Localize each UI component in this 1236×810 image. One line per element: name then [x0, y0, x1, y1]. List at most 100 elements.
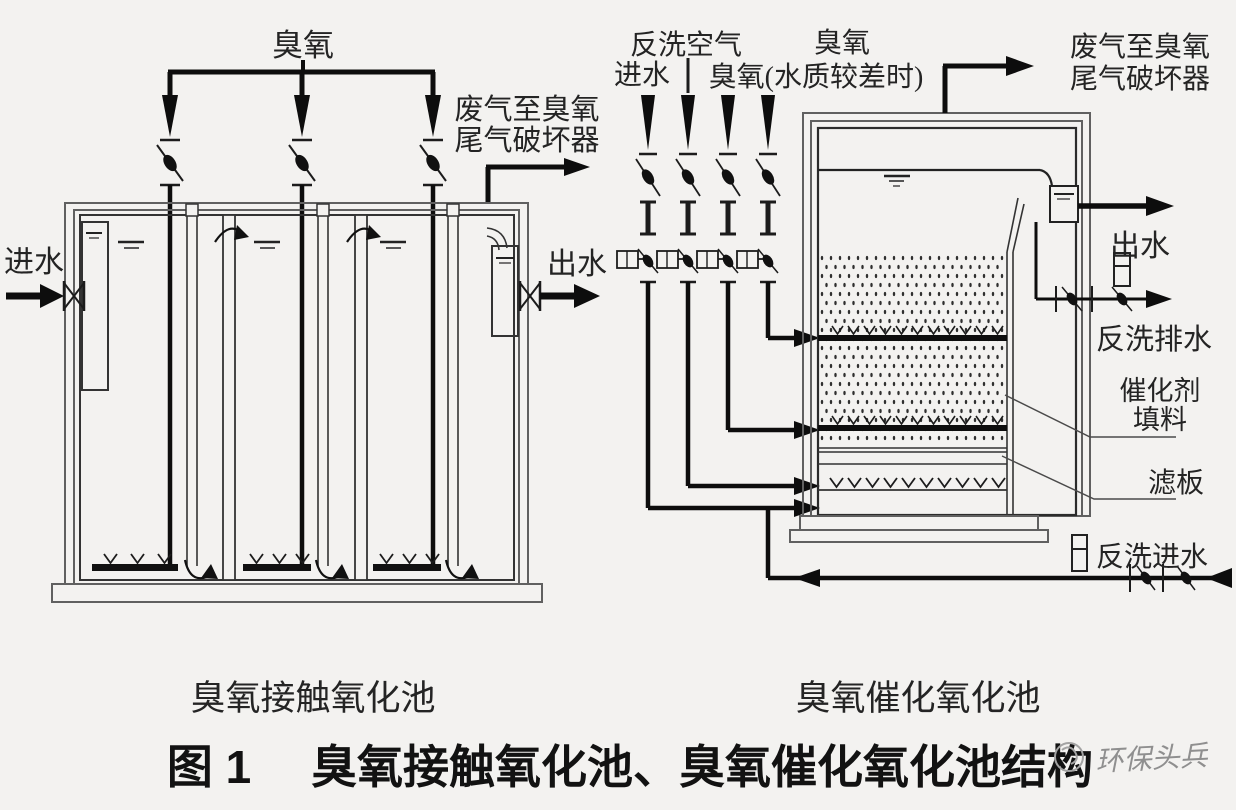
valve-icon [681, 169, 695, 185]
nozzle-vmark [130, 553, 145, 565]
packing-dot [852, 300, 855, 306]
packing-dot [883, 345, 887, 351]
flow-arrow-icon [332, 564, 349, 579]
packing-dot [964, 273, 968, 279]
packing-dot [910, 399, 914, 405]
packing-dot [892, 291, 896, 297]
packing-dot [901, 255, 905, 261]
packing-dot [996, 354, 999, 360]
distribution-lateral [818, 335, 1007, 341]
packing-dot [969, 390, 972, 396]
ozone-drop-1 [156, 95, 184, 566]
packing-dot [996, 318, 999, 324]
figure-number: 图 1 [167, 741, 251, 793]
valve-icon [762, 254, 774, 268]
packing-dot [978, 300, 981, 306]
packing-dot [825, 300, 828, 306]
packing-dot [982, 435, 986, 441]
packing-dot [861, 390, 864, 396]
nozzle-vmark [831, 325, 844, 336]
feed-pipe-assemblies [616, 95, 820, 517]
packing-dot [933, 318, 936, 324]
packing-dot [946, 255, 950, 261]
packing-dot [991, 255, 995, 261]
packing-dot [955, 381, 959, 387]
diffuser-vmarks [103, 553, 440, 565]
packing-dot [942, 408, 945, 414]
nozzle-vmark [943, 415, 956, 426]
nozzle-vmark [425, 553, 440, 565]
packing-dot [928, 363, 932, 369]
packing-dot [829, 309, 833, 315]
packing-dot [888, 300, 891, 306]
packing-dot [820, 381, 824, 387]
feed-pipe-assembly [656, 95, 820, 495]
gate-valve-icon [519, 282, 541, 310]
packing-dot [834, 282, 837, 288]
packing-dot [820, 417, 824, 423]
nozzle-vmark [911, 415, 924, 426]
packing-dot [906, 318, 909, 324]
baffle-wall [222, 214, 236, 581]
packing-dot [861, 300, 864, 306]
packing-dot [915, 282, 918, 288]
packing-dot [946, 273, 950, 279]
packing-dot [937, 255, 941, 261]
waste-gas-label: 废气至臭氧 [1070, 31, 1210, 63]
packing-dot [978, 390, 981, 396]
packing-dot [928, 399, 932, 405]
packing-dot [960, 372, 963, 378]
feed-pipe-assembly [696, 95, 820, 439]
right-arrow-icon [794, 499, 820, 517]
packing-dot [892, 381, 896, 387]
packing-dot [843, 408, 846, 414]
packing-dot [870, 282, 873, 288]
packing-dot [820, 345, 824, 351]
nozzle-vmark [959, 415, 972, 426]
packing-dot [883, 273, 887, 279]
packing-dot [910, 363, 914, 369]
figure-title: 臭氧接触氧化池、臭氧催化氧化池结构 [311, 741, 1093, 793]
packing-dot [829, 327, 833, 333]
packing-dot [901, 363, 905, 369]
packing-dot [829, 345, 833, 351]
packing-dot [838, 399, 842, 405]
packing-dot [883, 381, 887, 387]
packing-dot [919, 309, 923, 315]
caption: 图 1 臭氧接触氧化池、臭氧催化氧化池结构 [167, 741, 1093, 793]
packing-dot [973, 399, 977, 405]
packing-dot [951, 264, 954, 270]
packing-dot [825, 318, 828, 324]
valve-icon [295, 154, 309, 172]
nozzle-vmark [973, 477, 988, 489]
packing-dot [1000, 399, 1004, 405]
packing-dot [892, 273, 896, 279]
packing-dot [919, 291, 923, 297]
water-line-spout [1039, 168, 1054, 187]
packing-dot [955, 327, 959, 333]
packing-dot [915, 408, 918, 414]
valve-icon [1066, 292, 1078, 306]
valve-icon [426, 154, 440, 172]
ozone-drop-2 [288, 95, 316, 566]
nozzle-vmark [975, 325, 988, 336]
packing-dot [942, 354, 945, 360]
packing-dot [825, 282, 828, 288]
packing-dot [874, 381, 878, 387]
packing-dot [874, 273, 878, 279]
packing-dot [982, 345, 986, 351]
collector-spout [1012, 203, 1025, 253]
packing-dot [928, 255, 932, 261]
packing-dot [865, 363, 869, 369]
packing-dot [879, 300, 882, 306]
packing-dot [820, 327, 824, 333]
packing-dot [829, 381, 833, 387]
packing-dot [964, 435, 968, 441]
packing-dot [942, 372, 945, 378]
packing-dot [915, 318, 918, 324]
packing-dot [852, 390, 855, 396]
waste-gas-label: 尾气破坏器 [1070, 63, 1210, 95]
packing-dot [843, 300, 846, 306]
packing-dot [865, 381, 869, 387]
packing-dot [982, 399, 986, 405]
